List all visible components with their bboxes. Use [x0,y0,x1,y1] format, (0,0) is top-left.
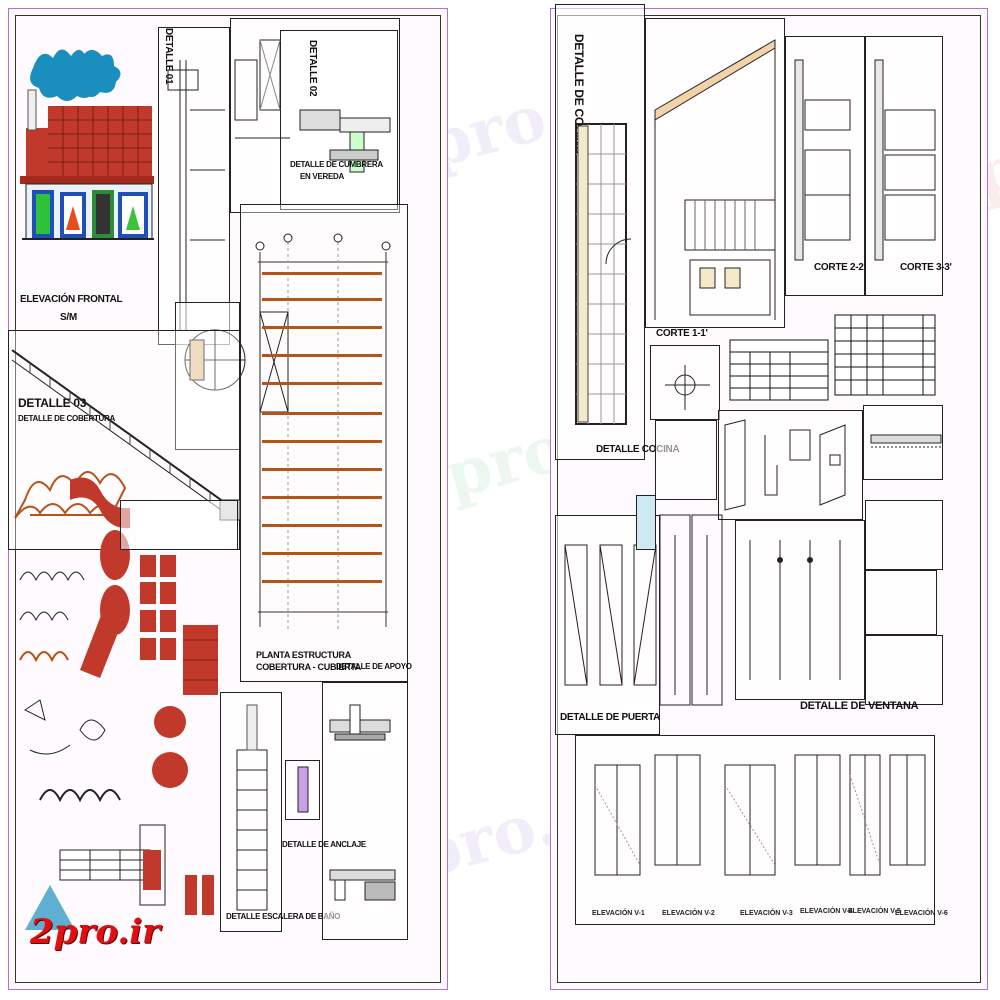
detail-01-drawing [167,60,225,330]
elevation-v2-label: ELEVACIÓN V-2 [662,910,715,917]
section-2-title: CORTE 2-2' [814,262,866,273]
kitchen-detail-bottom-title: DETALLE COCINA [596,444,680,455]
roof-structure-panel [240,204,408,682]
support-detail-drawing [329,704,391,741]
kitchen-section-drawing [654,39,776,320]
detail-01-panel [158,27,230,345]
window-section-panel-3 [865,635,943,705]
anchor-detail-panel [175,302,240,450]
section-3-title: CORTE 3-3' [900,262,952,273]
stair-detail-title: DETALLE ESCALERA DE BAÑO [226,912,341,921]
roof-plan-subtitle: COBERTURA - CUBIERTA [256,662,361,672]
window-detail-drawing [749,540,841,680]
ridge-detail-subtitle: EN VEREDA [300,172,344,181]
elevation-v3-label: ELEVACIÓN V-3 [740,910,793,917]
section-detail-drawing [870,434,942,448]
window-elevations-drawing [594,754,926,876]
detail-03-title: DETALLE 03 [18,396,87,410]
glass-panel [636,495,656,550]
detail-a-drawing [665,365,710,410]
support-detail-title: DETALLE DE APOYO [336,662,412,671]
tile-spec-table [59,849,151,881]
kitchen-detail-panel [555,4,645,460]
section-1-title: CORTE 1-1' [656,328,708,339]
elevation-v6-label: ELEVACIÓN V-6 [895,910,948,917]
detail-02-drawing [234,39,391,173]
stair-detail-drawing [236,704,268,911]
anchor-detail-title: DETALLE DE ANCLAJE [282,840,366,849]
anchor-detail-drawing [184,329,246,391]
front-elevation-title: ELEVACIÓN FRONTAL [20,294,123,305]
section-3-drawing [874,59,936,261]
section-2-drawing [794,59,851,261]
pillar-detail-drawing [297,766,309,813]
anchor-detail-section [329,869,396,901]
elevation-v1-label: ELEVACIÓN V-1 [592,910,645,917]
schedule-table-2 [834,314,936,396]
door-detail-panel [555,515,660,735]
schedule-table-1 [729,339,829,401]
elevation-v5-label: ELEVACIÓN V-5 [848,908,901,915]
detail-panel-b [655,420,717,500]
hardware-detail-drawing [724,419,846,511]
site-logo: 2pro.ir [30,912,161,952]
window-strip-details [659,514,723,706]
window-detail-panel [735,520,865,700]
door-detail-title: DETALLE DE PUERTA [560,712,661,723]
window-elevations-panel [575,735,935,925]
door-elevations-drawing [564,544,657,686]
front-elevation-scale: S/M [60,312,77,323]
roof-plan-title: PLANTA ESTRUCTURA [256,650,351,660]
window-section-panel [865,500,943,570]
notes-panel [120,500,238,550]
elevation-v4-label: ELEVACIÓN V-4 [800,908,853,915]
detail-03-subtitle: DETALLE DE COBERTURA [18,414,115,423]
ridge-detail-title: DETALLE DE CUMBRERA [290,160,383,169]
kitchen-plan-drawing [575,123,632,425]
window-detail-title: DETALLE DE VENTANA [800,700,919,712]
window-section-panel-2 [865,570,937,635]
